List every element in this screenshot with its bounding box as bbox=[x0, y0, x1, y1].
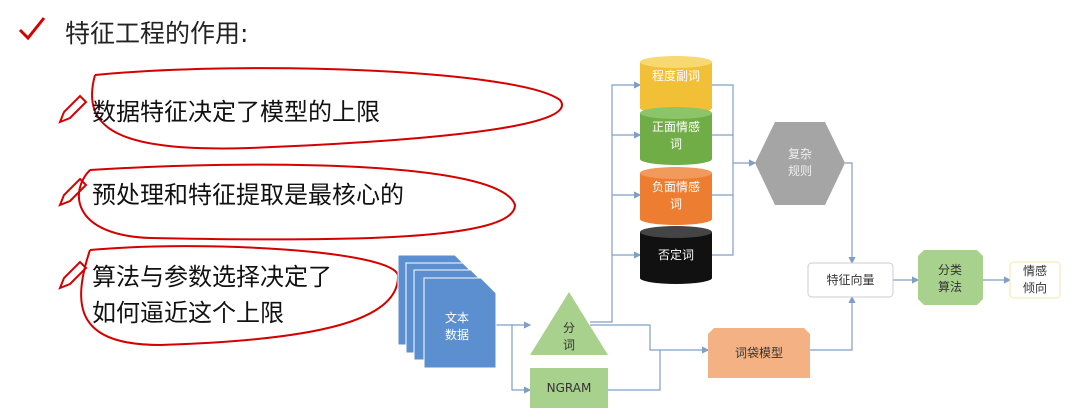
degree-label: 程度副词 bbox=[652, 69, 701, 83]
ngram-label: NGRAM bbox=[546, 381, 592, 395]
classifier-label: 分类算法 bbox=[937, 263, 962, 294]
segmentation-label: 分词 bbox=[562, 321, 575, 352]
cylinder-degree bbox=[640, 56, 712, 114]
bag-of-words-label: 词袋模型 bbox=[734, 346, 783, 360]
checkmark-icon bbox=[18, 17, 46, 41]
ngram-node bbox=[530, 368, 608, 408]
bag-of-words-node bbox=[708, 328, 810, 378]
positive-label: 正面情感词 bbox=[652, 120, 701, 151]
negation-label: 否定词 bbox=[657, 248, 694, 262]
annotation-loop bbox=[80, 245, 400, 347]
bullet-3-line-2: 如何逼近这个上限 bbox=[92, 299, 284, 327]
segmentation-node bbox=[530, 292, 608, 355]
cylinder-negation bbox=[640, 226, 712, 284]
text-data-node bbox=[397, 254, 497, 369]
bullet-2: 预处理和特征提取是最核心的 bbox=[92, 181, 404, 209]
sentiment-label: 情感倾向 bbox=[1022, 264, 1047, 295]
annotation-loop bbox=[91, 67, 563, 150]
classifier-node bbox=[918, 250, 983, 305]
bullet-3-line-1: 算法与参数选择决定了 bbox=[92, 263, 332, 291]
sentiment-node bbox=[1009, 261, 1061, 299]
feature-vector-label: 特征向量 bbox=[826, 273, 875, 287]
complex-rules-node bbox=[755, 122, 845, 205]
text-data-label: 文本数据 bbox=[444, 311, 469, 342]
pencil-icon bbox=[58, 260, 88, 290]
bullet-1: 数据特征决定了模型的上限 bbox=[92, 98, 380, 126]
annotation-loop bbox=[77, 163, 517, 241]
pencil-icon bbox=[58, 177, 88, 207]
cylinder-negative bbox=[640, 167, 712, 225]
slide-title: 特征工程的作用: bbox=[65, 19, 249, 48]
complex-rules-label: 复杂规则 bbox=[787, 147, 812, 178]
pencil-icon bbox=[58, 94, 88, 124]
negative-label: 负面情感词 bbox=[652, 180, 701, 211]
feature-vector-node bbox=[807, 262, 894, 298]
cylinder-positive bbox=[640, 107, 712, 165]
